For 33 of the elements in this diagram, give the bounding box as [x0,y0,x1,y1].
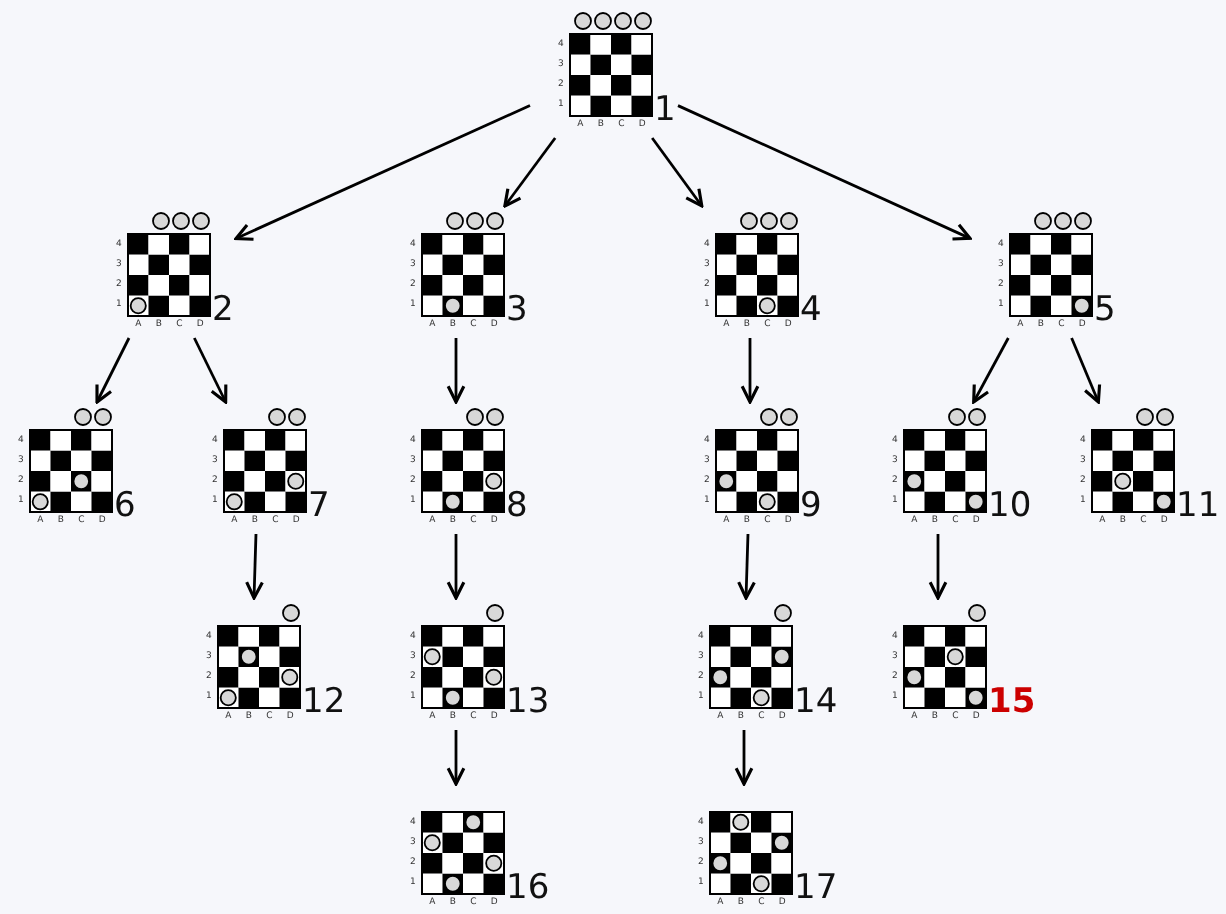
node-number: 2 [212,290,234,330]
node-number: 14 [794,682,838,722]
node-number: 1 [654,90,676,130]
node-number: 5 [1094,290,1116,330]
arrow [245,533,264,600]
arrow [1070,337,1102,404]
node-number: 8 [506,486,528,526]
arrow [677,104,972,241]
arrow [95,337,131,404]
node-number: 3 [506,290,528,330]
arrow [446,730,466,786]
node-number: 15 [988,682,1036,722]
arrow [740,338,760,404]
node-number: 11 [1176,486,1220,526]
arrow [651,137,704,208]
arrow [446,534,466,600]
arrow [972,337,1010,404]
arrow [234,104,531,241]
node-number: 12 [302,682,346,722]
node-number: 4 [800,290,822,330]
arrow [734,730,754,786]
node-number: 16 [506,868,550,908]
node-number: 6 [114,486,136,526]
node-number: 9 [800,486,822,526]
node-number: 7 [308,486,330,526]
arrow [503,137,557,208]
arrow [193,337,228,404]
node-number: 10 [988,486,1032,526]
node-number: 17 [794,868,838,908]
node-number: 13 [506,682,550,722]
arrow [928,534,948,600]
arrow [737,533,756,600]
arrow [446,338,466,404]
